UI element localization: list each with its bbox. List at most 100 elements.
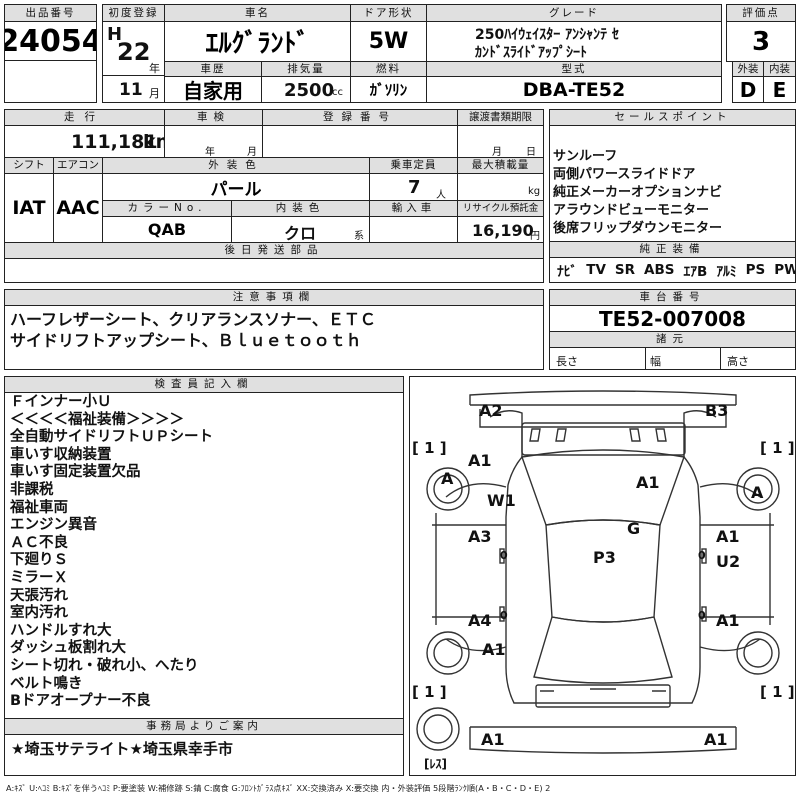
inspector-line: 下廻りＳ	[10, 552, 68, 569]
first-reg-month-box: 11 月	[102, 75, 165, 103]
damage-mark: P3	[593, 548, 616, 567]
lot-number: 24054	[4, 21, 97, 61]
inspector-label: 検査員記入欄	[4, 376, 404, 393]
car-name-label: 車名	[164, 4, 351, 22]
import-box	[369, 216, 458, 243]
recycle-label: リサイクル預託金	[457, 200, 544, 217]
inspector-line: シート切れ・破れ小、へたり	[10, 657, 199, 674]
side-mark: 0	[500, 549, 508, 562]
notes-line1: ハーフレザーシート、クリアランスソナー、ＥＴＣ	[10, 310, 376, 329]
score-label: 評価点	[726, 4, 796, 22]
side-mark: 0	[500, 609, 508, 622]
bracket-mark: [ 1 ]	[760, 683, 795, 701]
fuel-label: 燃料	[350, 61, 427, 77]
equipment-pw: PW	[774, 262, 795, 278]
transfer-label: 譲渡書類期限	[457, 109, 544, 126]
inspector-line: ＡＣ不良	[10, 534, 68, 551]
shift-value: IAT	[4, 173, 54, 243]
displacement-label: 排気量	[261, 61, 351, 77]
history-value: 自家用	[164, 76, 262, 103]
inspector-line: 室内汚れ	[10, 605, 68, 622]
width-label: 幅	[650, 355, 661, 368]
lot-label: 出品番号	[4, 4, 97, 22]
era: H	[107, 24, 123, 45]
displacement-unit: cc	[332, 87, 343, 98]
sales-point: 後席フリップダウンモニター	[553, 221, 723, 236]
legend: A:ｷｽﾞ U:ﾍｺﾐ B:ｷｽﾞを伴うﾍｺﾐ P:要塗装 W:補修跡 S:錆 …	[6, 783, 551, 793]
transfer-month-unit: 月	[492, 147, 502, 158]
damage-mark: B3	[705, 401, 729, 420]
damage-mark: A	[441, 469, 454, 488]
equipment-alloy: ｱﾙﾐ	[716, 264, 737, 280]
inspector-line: Bドアオープナー不良	[10, 693, 151, 710]
aircon-value: AAC	[53, 173, 103, 243]
door-label: ドア形状	[350, 4, 427, 22]
spare-tire-label: [ﾚｽ]	[424, 757, 447, 771]
damage-mark: A1	[468, 451, 492, 470]
inspector-line: 福祉車両	[10, 499, 68, 516]
notes-label: 注意事項欄	[4, 289, 544, 306]
width-box: 幅	[645, 347, 721, 370]
grade-line2: ｶﾝﾄﾞｽﾗｲﾄﾞｱｯﾌﾟｼｰﾄ	[475, 45, 587, 61]
capacity-value: 7	[408, 177, 421, 198]
aircon-label: エアコン	[53, 157, 103, 174]
inspector-line: 非課税	[10, 481, 54, 498]
height-box: 高さ	[720, 347, 796, 370]
notes-line2: サイドリフトアップシート、Ｂｌｕｅｔｏｏｔｈ	[10, 331, 362, 350]
color-label: 外装色	[102, 157, 370, 174]
car-outline	[416, 390, 780, 754]
capacity-label: 乗車定員	[369, 157, 458, 174]
transfer-day-unit: 日	[526, 147, 536, 158]
inspector-line: Ｆインナー小Ｕ	[10, 394, 112, 410]
damage-mark: A	[751, 483, 764, 502]
mileage-box: 111,181 km	[4, 125, 165, 158]
int-color-box: クロ 系	[231, 216, 370, 243]
notes-box: ハーフレザーシート、クリアランスソナー、ＥＴＣ サイドリフトアップシート、Ｂｌｕ…	[4, 305, 544, 370]
equipment-box: ﾅﾋﾞ TV SR ABS ｴｱB ｱﾙﾐ PS PW	[549, 257, 796, 283]
load-label: 最大積載量	[457, 157, 544, 174]
chassis-label: 車台番号	[549, 289, 796, 306]
load-unit: kg	[528, 186, 541, 197]
office-text: ★埼玉サテライト★埼玉県幸手市	[11, 740, 233, 758]
first-reg-label: 初度登録	[102, 4, 165, 22]
year-unit: 年	[149, 62, 160, 75]
plate-box	[262, 125, 458, 158]
inspection-month-unit: 月	[247, 147, 257, 158]
equipment-nav: ﾅﾋﾞ	[557, 264, 578, 280]
office-box: ★埼玉サテライト★埼玉県幸手市	[4, 734, 404, 776]
reg-month: 11	[119, 80, 143, 100]
inspection-label: 車検	[164, 109, 263, 126]
damage-mark: A1	[636, 473, 660, 492]
inspection-year-unit: 年	[205, 147, 215, 158]
capacity-box: 7 人	[369, 173, 458, 201]
dims-label: 諸元	[549, 331, 796, 348]
interior-label: 内装	[763, 61, 796, 77]
equipment-ps: PS	[745, 262, 766, 278]
first-reg-year-box: H 22 年	[102, 21, 165, 76]
inspector-line: 天張汚れ	[10, 587, 68, 604]
damage-mark: A1	[716, 527, 740, 546]
recycle-value: 16,190	[472, 221, 534, 240]
damage-mark: A1	[482, 640, 506, 659]
sales-point: 両側パワースライドドア	[553, 167, 696, 182]
inspector-line: ＜＜＜＜福祉装備＞＞＞＞	[10, 411, 184, 428]
chassis-number: TE52-007008	[549, 305, 796, 332]
interior-score: E	[763, 76, 796, 103]
side-mark: 0	[698, 549, 706, 562]
equipment-tv: TV	[586, 262, 606, 278]
mileage-label: 走行	[4, 109, 165, 126]
sales-point: アラウンドビューモニター	[553, 203, 710, 218]
inspector-line: 全自動サイドリフトＵＰシート	[10, 429, 213, 446]
load-box: kg	[457, 173, 544, 201]
equipment-sr: SR	[614, 262, 636, 278]
equipment-abs: ABS	[644, 262, 675, 278]
grade-box: 250ﾊｲｳｪｲｽﾀｰ ｱﾝｼｬﾝﾃ ｾ ｶﾝﾄﾞｽﾗｲﾄﾞｱｯﾌﾟｼｰﾄ	[426, 21, 722, 62]
import-label: 輸入車	[369, 200, 458, 217]
capacity-unit: 人	[436, 190, 446, 201]
displacement-box: 2500 cc	[261, 76, 351, 103]
sales-points-box: サンルーフ 両側パワースライドドア 純正メーカーオプションナビ アラウンドビュー…	[549, 125, 796, 242]
displacement-value: 2500	[284, 80, 335, 101]
model-label: 型式	[426, 61, 722, 77]
sales-label: セールスポイント	[549, 109, 796, 126]
score-value: 3	[726, 21, 796, 62]
